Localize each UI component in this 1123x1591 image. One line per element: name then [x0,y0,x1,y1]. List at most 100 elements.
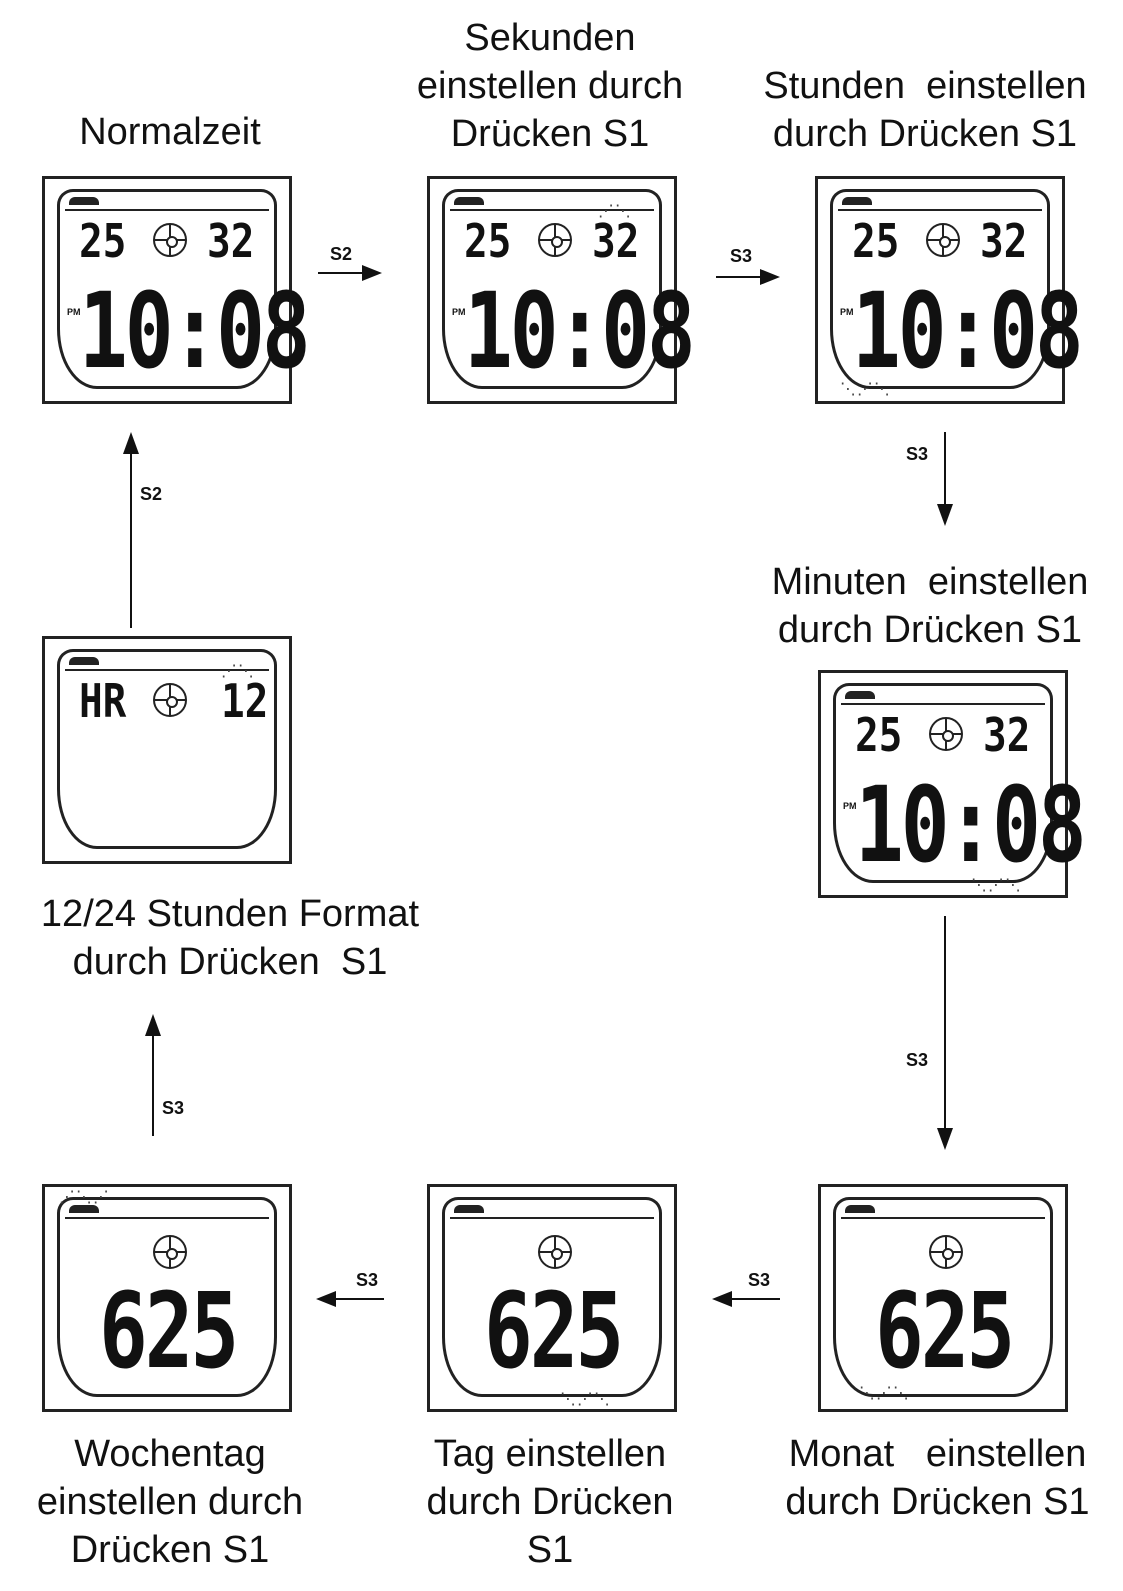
caption-line: durch Drücken [426,1481,674,1523]
dial-icon [538,1235,572,1269]
lcd-frame [57,189,277,389]
blink-marks-icon: ⋱⋰⋱ [840,381,891,398]
arrow-label: S3 [162,1098,185,1118]
dial-core [166,696,178,708]
lcd-bar [845,691,875,699]
arrow-label: S3 [356,1270,379,1290]
caption-line: durch Drücken S1 [777,609,1083,651]
caption-line: einstellen durch [36,1481,304,1523]
lcd-divider [65,209,269,211]
arrow-s3-left [712,1291,780,1307]
caption-line: durch Drücken S1 [772,113,1078,155]
lcd-bar [842,197,872,205]
dial-icon [153,1235,187,1269]
lcd-divider [841,703,1045,705]
arrow-s3-up [145,1014,161,1136]
dial-core [942,730,954,742]
arrow-s3-down [937,916,953,1150]
blink-marks-icon: ⋰⋱⋰ [59,1189,110,1206]
dial-core [939,236,951,248]
dial-icon [929,717,963,751]
seconds-right: 32 [592,214,640,268]
lcd-bar [69,1205,99,1213]
arrow-label: S2 [140,484,163,504]
lcd-bar [454,1205,484,1213]
lcd-normalzeit: 25 32 PM 10:08 [42,176,311,404]
time-display: 10:08 [855,764,1087,886]
blink-marks-icon: ⋱⋰⋱ [971,877,1022,894]
caption-line: durch Drücken S1 [72,941,388,983]
pm-indicator: PM [843,801,857,811]
pm-indicator: PM [452,307,466,317]
pm-indicator: PM [67,307,81,317]
caption-normalzeit: Normalzeit [40,108,300,156]
dial-icon [153,683,187,717]
caption-line: Tag einstellen [433,1433,667,1475]
dial-core [942,1248,954,1260]
lcd-minuten: 25 32 PM 10:08 ⋱⋰⋱ [818,670,1087,898]
caption-monat: Monat einstellen durch Drücken S1 [755,1430,1120,1526]
arrow-label: S3 [906,444,929,464]
arrow-label: S2 [330,244,353,264]
lcd-frame [57,649,277,849]
caption-line: Drücken S1 [450,113,650,155]
lcd-sekunden: 25 32 ⋰⋱ PM 10:08 [427,176,696,404]
caption-tag: Tag einstellen durch Drücken S1 [395,1430,705,1574]
hr-label: HR [79,674,127,728]
seconds-left: 25 [855,708,903,762]
lcd-frame [57,1197,277,1397]
lcd-monat: 625 ⋱⋰⋱ [818,1184,1068,1412]
time-display: 10:08 [79,270,311,392]
blink-marks-icon: ⋰⋱ [598,203,632,220]
pm-indicator: PM [840,307,854,317]
dial-icon [929,1235,963,1269]
caption-minuten: Minuten einstellen durch Drücken S1 [745,558,1115,654]
dial-core [166,236,178,248]
seconds-right: 32 [980,214,1028,268]
lcd-frame [830,189,1050,389]
lcd-frame [833,1197,1053,1397]
caption-line: durch Drücken S1 [785,1481,1090,1523]
date-display: 625 [484,1270,624,1392]
caption-line: Stunden einstellen [763,65,1087,107]
blink-marks-icon: ⋱⋰⋱ [859,1385,910,1402]
lcd-divider [838,209,1042,211]
arrow-s3-right [716,269,780,285]
lcd-bar [69,197,99,205]
time-display: 10:08 [852,270,1084,392]
blink-marks-icon: ⋰⋱ [221,663,255,680]
caption-line: Normalzeit [79,111,261,153]
caption-format: 12/24 Stunden Format durch Drücken S1 [10,890,450,986]
caption-line: 12/24 Stunden Format [40,893,420,935]
time-display: 10:08 [464,270,696,392]
seconds-right: 32 [207,214,255,268]
caption-line: Wochentag [74,1433,266,1475]
lcd-divider [450,1217,654,1219]
caption-line: Minuten einstellen [771,561,1089,603]
lcd-divider [65,1217,269,1219]
lcd-divider [450,209,654,211]
lcd-bar [454,197,484,205]
date-display: 625 [875,1270,1015,1392]
arrow-s3-left [316,1291,384,1307]
caption-line: Sekunden [464,17,636,59]
seconds-left: 25 [79,214,127,268]
arrow-label: S3 [748,1270,771,1290]
caption-line: einstellen durch [416,65,684,107]
arrow-s2-right [318,265,382,281]
arrow-s2-up [123,432,139,628]
lcd-divider [841,1217,1045,1219]
date-display: 625 [99,1270,239,1392]
lcd-frame [833,683,1053,883]
caption-line: Monat einstellen [788,1433,1087,1475]
lcd-frame [442,1197,662,1397]
lcd-wochentag: ⋰⋱⋰ 625 [42,1184,292,1412]
dial-icon [538,223,572,257]
lcd-bar [845,1205,875,1213]
dial-core [166,1248,178,1260]
lcd-bar [69,657,99,665]
arrow-s3-down [937,432,953,526]
lcd-frame [442,189,662,389]
lcd-tag: 625 ⋱⋰⋱ [427,1184,677,1412]
caption-wochentag: Wochentag einstellen durch Drücken S1 [10,1430,330,1574]
